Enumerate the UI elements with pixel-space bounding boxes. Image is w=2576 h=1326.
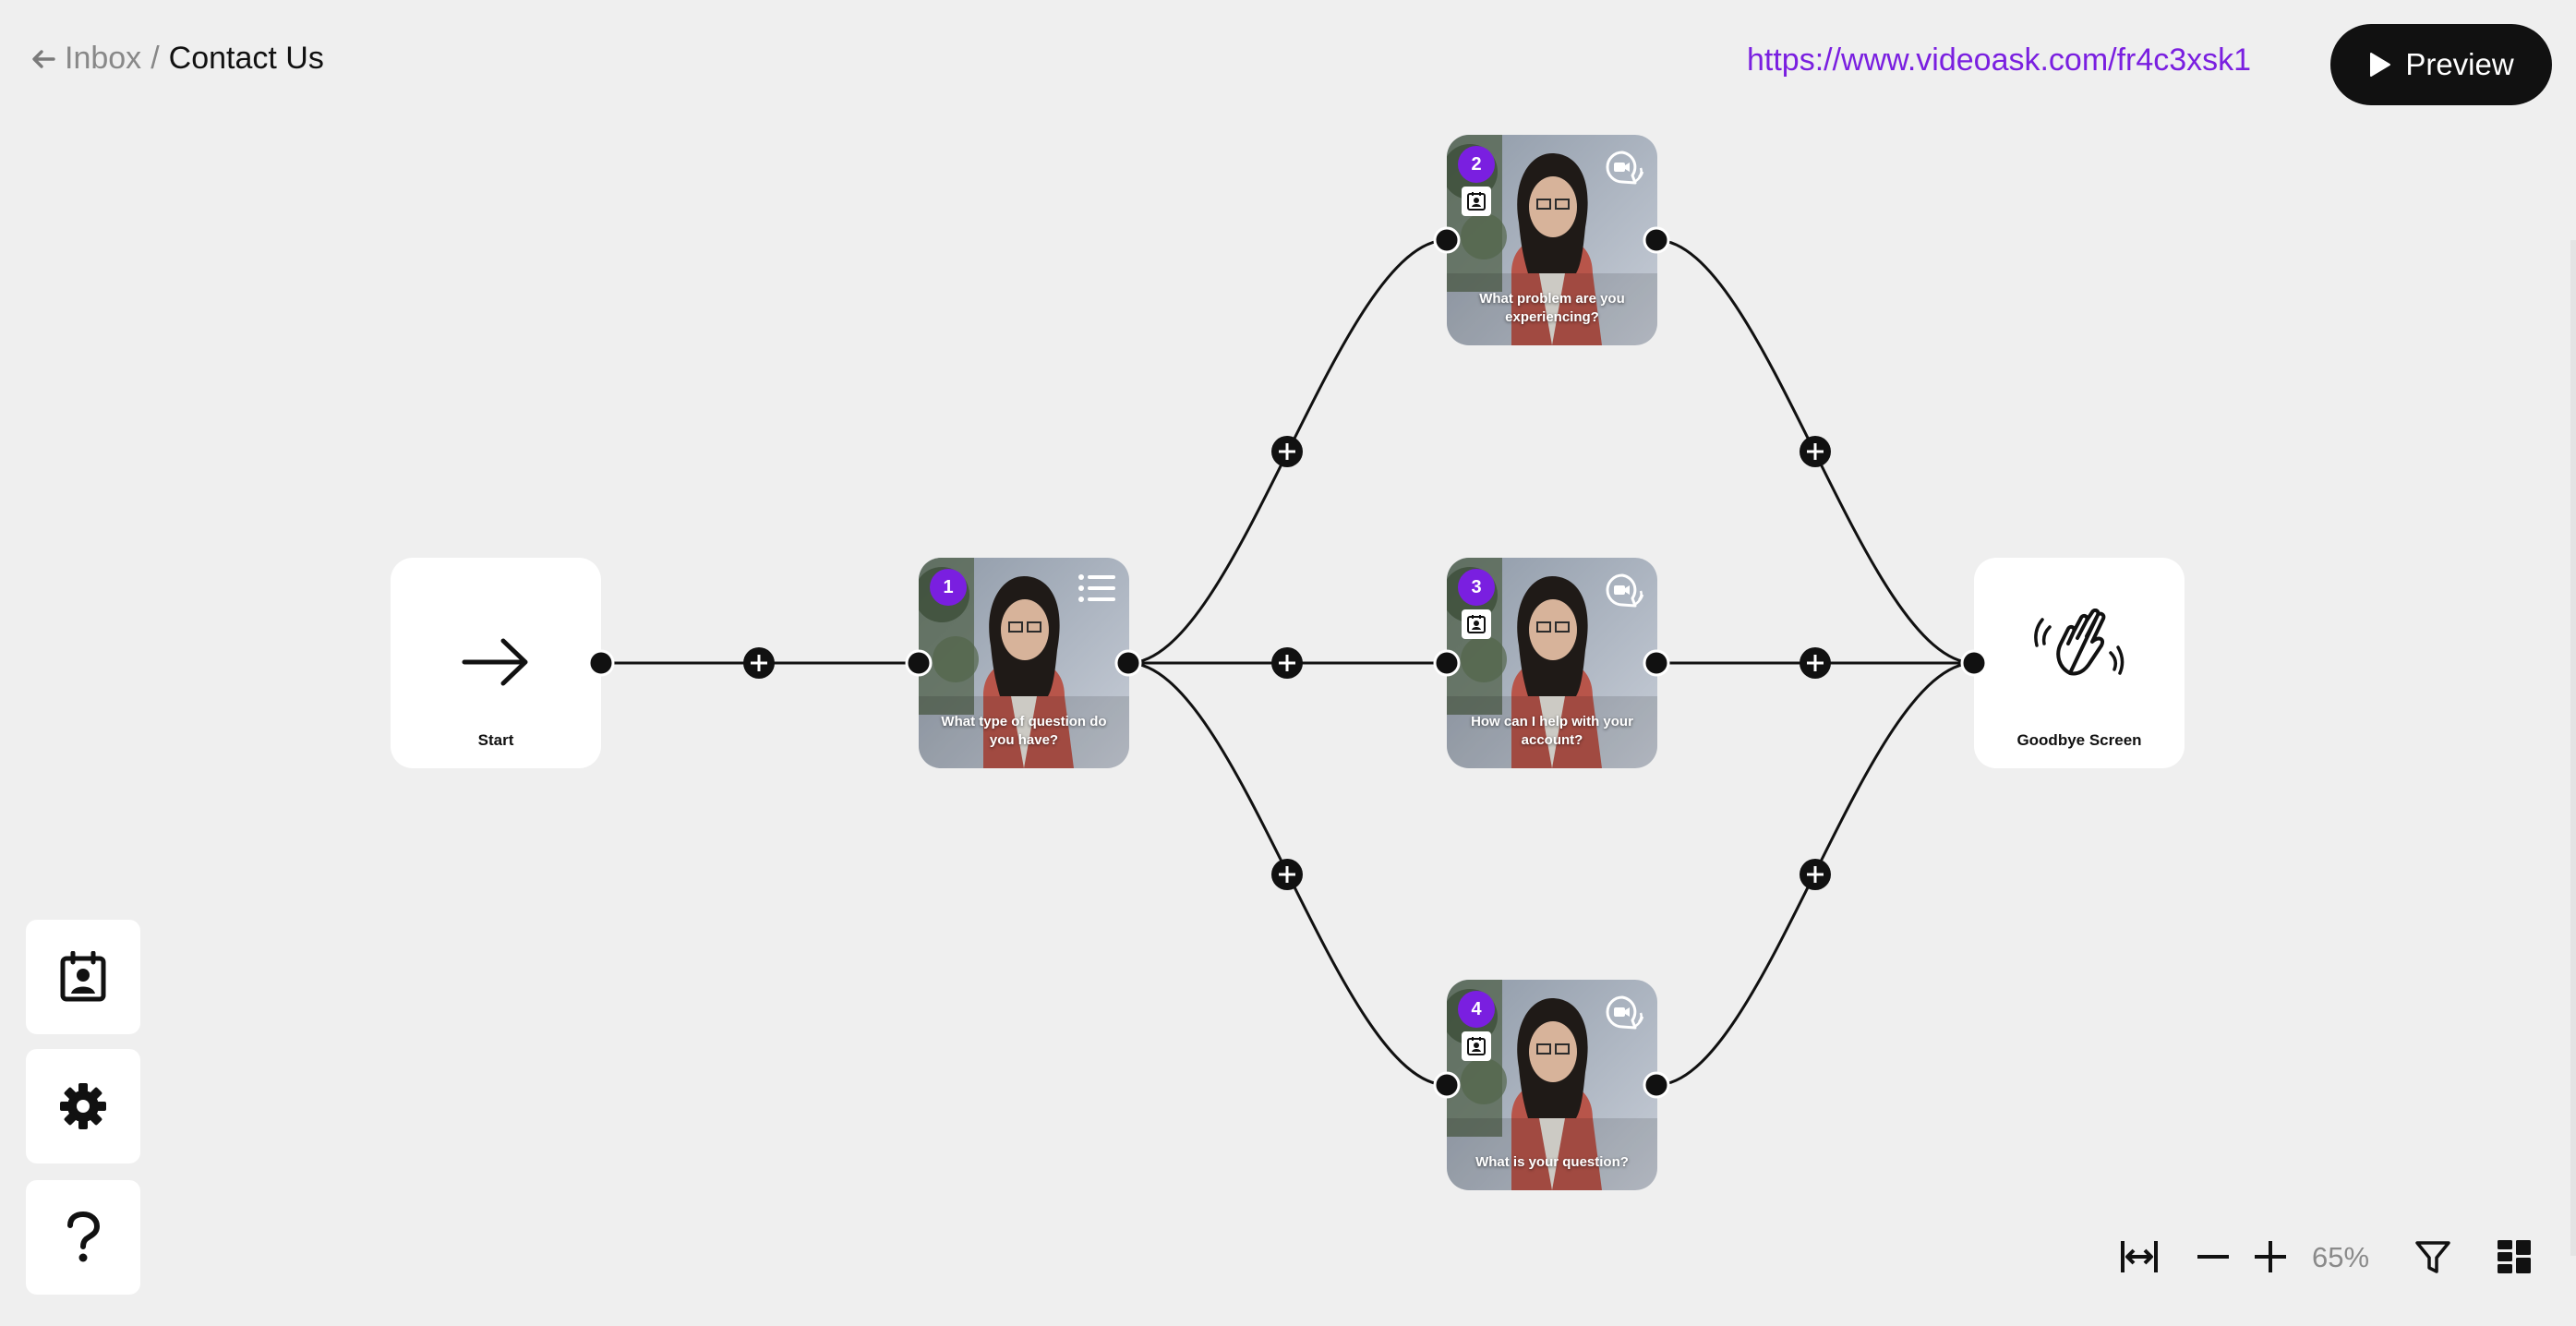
start-node[interactable]: Start	[391, 558, 601, 768]
settings-button[interactable]	[26, 1049, 140, 1163]
step-node-3[interactable]: 3 How can I help with your account?	[1447, 558, 1657, 768]
contact-card-icon	[1462, 187, 1491, 216]
list-icon	[1077, 573, 1116, 609]
output-port	[587, 649, 615, 677]
breadcrumb-separator: /	[150, 41, 160, 76]
add-step-button[interactable]	[1800, 647, 1831, 679]
input-port	[1433, 1071, 1461, 1099]
help-icon	[67, 1211, 101, 1262]
breadcrumb-inbox-link[interactable]: Inbox	[65, 41, 142, 76]
output-port	[1643, 226, 1670, 254]
add-step-button[interactable]	[1271, 859, 1303, 890]
add-step-button[interactable]	[1800, 859, 1831, 890]
play-icon	[2370, 53, 2391, 77]
start-node-label: Start	[477, 731, 514, 749]
input-port	[1960, 649, 1988, 677]
step-caption: What is your question?	[1475, 1154, 1629, 1170]
step-node-2[interactable]: 2 What problem are you experiencing?	[1447, 135, 1657, 345]
add-step-button[interactable]	[743, 647, 775, 679]
step-node-4[interactable]: 4 What is your question?	[1447, 980, 1657, 1190]
back-arrow-icon[interactable]	[30, 45, 57, 73]
scrollbar-track[interactable]	[2570, 240, 2576, 1256]
step-number-badge: 1	[930, 569, 967, 606]
fit-width-icon	[2121, 1241, 2158, 1272]
layout-icon	[2498, 1240, 2531, 1273]
page-title: Contact Us	[168, 41, 324, 76]
contacts-button[interactable]	[26, 920, 140, 1034]
preview-button[interactable]: Preview	[2330, 24, 2552, 105]
zoom-out-icon	[2197, 1255, 2229, 1259]
add-step-button[interactable]	[1271, 436, 1303, 467]
contacts-icon	[60, 951, 106, 1002]
contact-card-icon	[1462, 1031, 1491, 1061]
step-caption: What problem are you experiencing?	[1479, 291, 1625, 325]
help-button[interactable]	[26, 1180, 140, 1295]
step-caption: What type of question do you have?	[941, 714, 1107, 748]
zoom-in-icon	[2255, 1241, 2286, 1272]
output-port	[1643, 649, 1670, 677]
add-step-buttons	[743, 436, 1831, 890]
step-number-badge: 4	[1458, 991, 1495, 1028]
step-number-badge: 3	[1458, 569, 1495, 606]
step-number-badge: 2	[1458, 146, 1495, 183]
step-caption: How can I help with your account?	[1471, 714, 1633, 748]
zoom-out-button[interactable]	[2188, 1232, 2238, 1282]
goodbye-node[interactable]: Goodbye Screen	[1974, 558, 2185, 768]
gear-icon	[60, 1083, 106, 1129]
video-reply-icon	[1604, 573, 1644, 614]
add-step-button[interactable]	[1271, 647, 1303, 679]
fit-width-button[interactable]	[2114, 1232, 2164, 1282]
canvas-toolbar: 65%	[0, 1232, 2576, 1282]
zoom-in-button[interactable]	[2245, 1232, 2295, 1282]
share-url-link[interactable]: https://www.videoask.com/fr4c3xsk1	[1747, 42, 2252, 78]
video-reply-icon	[1604, 150, 1644, 191]
filter-button[interactable]	[2408, 1232, 2458, 1282]
video-reply-icon	[1604, 994, 1644, 1036]
output-port	[1643, 1071, 1670, 1099]
filter-icon	[2415, 1241, 2450, 1273]
breadcrumb: Inbox / Contact Us	[30, 41, 324, 77]
step-node-1[interactable]: 1 What type of question do you have?	[919, 558, 1129, 768]
output-port	[1114, 649, 1142, 677]
input-port	[1433, 649, 1461, 677]
add-step-button[interactable]	[1800, 436, 1831, 467]
zoom-level: 65%	[2312, 1241, 2370, 1273]
waving-hand-icon	[2033, 609, 2125, 678]
goodbye-node-label: Goodbye Screen	[2016, 731, 2142, 749]
input-port	[1433, 226, 1461, 254]
input-port	[905, 649, 933, 677]
layout-button[interactable]	[2489, 1232, 2539, 1282]
arrow-right-icon	[461, 630, 531, 694]
contact-card-icon	[1462, 609, 1491, 639]
preview-label: Preview	[2405, 47, 2514, 81]
